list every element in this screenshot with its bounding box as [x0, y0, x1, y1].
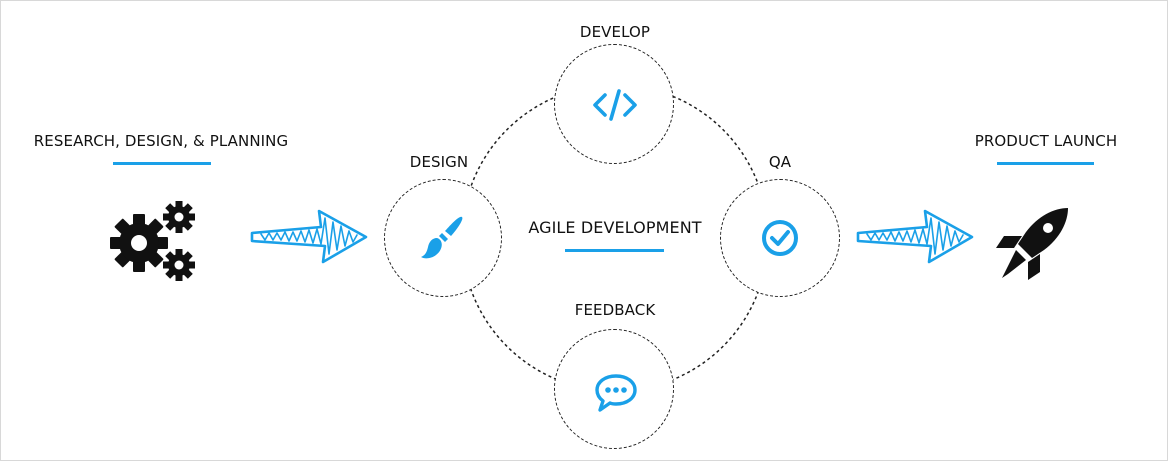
gears-icon [109, 199, 201, 289]
develop-stage-label: DEVELOP [579, 23, 651, 41]
check-circle-icon [759, 217, 801, 263]
feedback-stage-label: FEEDBACK [574, 301, 656, 319]
arrow-right-icon [249, 206, 371, 272]
arrow-right-icon [855, 206, 977, 272]
research-stage-label: RESEARCH, DESIGN, & PLANNING [33, 132, 289, 150]
qa-stage-label: QA [768, 153, 792, 171]
research-underline [113, 162, 211, 165]
chat-bubble-icon [593, 372, 639, 418]
agile-underline [565, 249, 664, 252]
launch-stage-label: PRODUCT LAUNCH [974, 132, 1118, 150]
design-stage-label: DESIGN [409, 153, 469, 171]
launch-underline [997, 162, 1094, 165]
rocket-icon [994, 204, 1074, 288]
code-icon [591, 87, 639, 127]
agile-development-title: AGILE DEVELOPMENT [528, 218, 702, 237]
paintbrush-icon [418, 214, 466, 266]
qa-circle [720, 179, 840, 297]
